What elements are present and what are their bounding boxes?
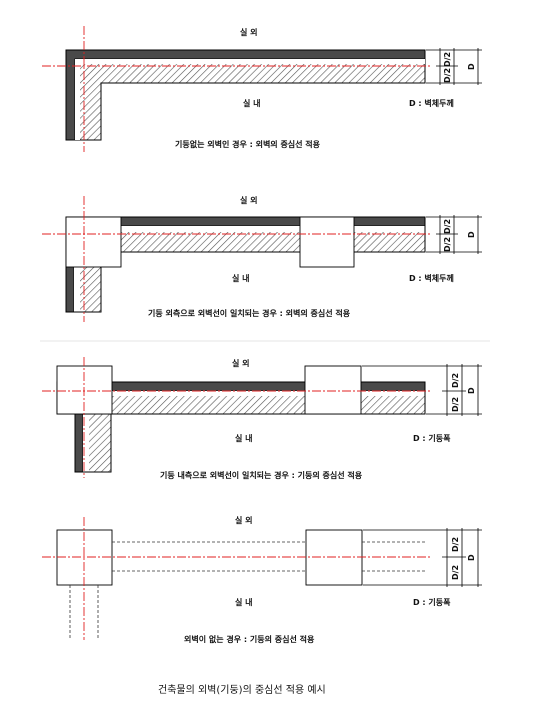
panel-2-dim-half-bottom: D/2 — [443, 237, 452, 252]
panel-2-legend: D : 벽체두께 — [409, 273, 454, 283]
panel-4-inside-label: 실 내 — [235, 597, 253, 607]
panel-2-caption: 기둥 외측으로 외벽선이 일치되는 경우 : 외벽의 중심선 적용 — [148, 308, 351, 318]
panel-3-legend: D : 기둥폭 — [413, 433, 451, 443]
panel-2-column-right — [299, 216, 355, 268]
panel-2-column-left — [65, 216, 122, 268]
panel-1-legend: D : 벽체두께 — [409, 98, 454, 108]
panel-1-outside-label: 실 외 — [240, 27, 258, 37]
panel-2-inside-label: 실 내 — [232, 273, 250, 283]
panel-4-legend: D : 기둥폭 — [413, 597, 451, 607]
panel-2-dimension: D/2 D/2 D — [426, 215, 482, 254]
panel-1-no-column: 실 외 D/2 D/2 D 실 내 D : 벽체두께 기둥없는 외벽인 경우 :… — [42, 26, 482, 152]
panel-3-column-left — [56, 365, 113, 415]
panel-3-dimension: D/2 D/2 D — [362, 364, 482, 416]
panel-3-caption: 기둥 내측으로 외벽선이 일치되는 경우 : 기둥의 중심선 적용 — [160, 470, 363, 480]
panel-1-inside-label: 실 내 — [243, 98, 261, 108]
panel-4-dim-half-bottom: D/2 — [451, 565, 460, 580]
panel-3-dim-half-bottom: D/2 — [451, 397, 460, 412]
panel-3-dim-total: D — [467, 387, 476, 394]
panel-4-outside-label: 실 외 — [235, 515, 253, 525]
panel-1-dimension: D/2 D/2 D — [426, 48, 482, 85]
panel-4-no-wall: 실 외 D/2 D/2 D 실 내 D : 기둥폭 외벽이 없는 경우 : 기둥… — [42, 515, 482, 644]
panel-3-inside-label: 실 내 — [235, 433, 253, 443]
panel-4-dim-total: D — [467, 554, 476, 561]
panel-1-dim-total: D — [467, 63, 476, 70]
panel-3-column-right — [304, 365, 362, 415]
panel-4-dimension: D/2 D/2 D — [363, 528, 482, 587]
panel-4-column-left — [56, 529, 113, 586]
panel-2-dim-total: D — [467, 231, 476, 238]
panel-1-caption: 기둥없는 외벽인 경우 : 외벽의 중심선 적용 — [175, 139, 321, 149]
panel-1-dim-half-top: D/2 — [443, 52, 452, 67]
panel-3-dim-half-top: D/2 — [451, 373, 460, 388]
panel-3-outside-label: 실 외 — [232, 358, 250, 368]
panel-2-column-outside-aligned: 실 외 D/2 D/2 D 실 내 D : 벽체두께 기둥 외측으 — [42, 195, 482, 322]
panel-3-column-inside-aligned: 실 외 D/2 D/2 D 실 내 D : 기둥폭 기둥 내측으로 — [42, 357, 482, 480]
panel-2-dim-half-top: D/2 — [443, 219, 452, 234]
figure-caption: 건축물의 외벽(기둥)의 중심선 적용 예시 — [158, 684, 326, 696]
panel-1-dim-half-bottom: D/2 — [443, 68, 452, 83]
panel-4-dim-half-top: D/2 — [451, 537, 460, 552]
panel-4-caption: 외벽이 없는 경우 : 기둥의 중심선 적용 — [184, 634, 315, 644]
panel-4-column-right — [305, 529, 363, 586]
panel-2-outside-label: 실 외 — [240, 195, 258, 205]
